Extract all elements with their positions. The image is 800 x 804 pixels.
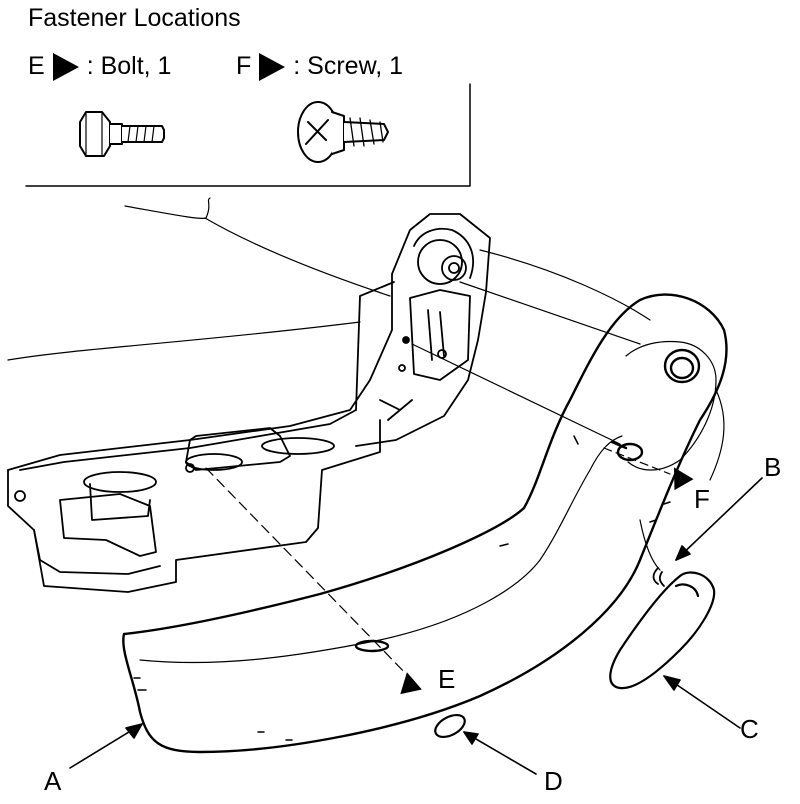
legend-item-screw: F : Screw, 1 (236, 52, 403, 81)
callout-a: A (44, 766, 62, 796)
callout-arrows (69, 477, 763, 775)
seat-frame (7, 213, 491, 593)
alignment-lines (205, 281, 671, 681)
seat-body-outline (7, 197, 651, 361)
callout-b: B (764, 452, 782, 482)
callout-d: D (544, 766, 563, 796)
retainer-clip-b (652, 567, 665, 587)
callout-c: C (740, 714, 759, 744)
legend-letter-e: E (28, 52, 45, 80)
screw-icon (297, 101, 389, 163)
cap-d (434, 713, 466, 739)
bolt-icon (79, 111, 165, 157)
fastener-marker-icon (259, 52, 286, 81)
lever-knob-c (609, 571, 716, 690)
callout-f: F (694, 484, 710, 514)
fastener-marker-icon (52, 52, 79, 81)
callout-e: E (438, 664, 456, 694)
legend-label-bolt: : Bolt, 1 (86, 52, 172, 80)
legend-title: Fastener Locations (28, 4, 241, 32)
legend-frame (25, 83, 471, 187)
legend-item-bolt: E : Bolt, 1 (28, 52, 171, 81)
legend-label-screw: : Screw, 1 (293, 52, 404, 80)
seat-side-trim-a (122, 293, 728, 754)
legend-letter-f: F (236, 52, 252, 80)
